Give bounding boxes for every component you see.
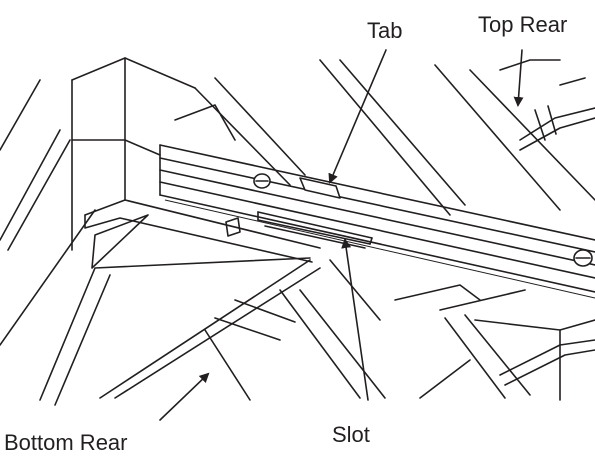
- label-tab: Tab: [367, 18, 402, 43]
- top-rear-arrow: [513, 49, 524, 107]
- bolts: [253, 173, 593, 267]
- tab-arrow: [328, 49, 387, 184]
- callout-arrows: [159, 49, 524, 421]
- top-rear-bracket: [519, 77, 595, 151]
- lower-right-frame: [394, 284, 595, 401]
- left-struts: [0, 79, 96, 346]
- label-bottom-rear: Bottom Rear: [4, 430, 128, 455]
- slot-arrow: [341, 238, 369, 401]
- bottom-rear-arrow: [159, 372, 210, 421]
- label-slot: Slot: [332, 422, 370, 447]
- bottom-plate: [84, 199, 321, 269]
- lower-struts: [39, 257, 386, 406]
- callout-labels: Tab Top Rear Slot Bottom Rear: [4, 12, 567, 455]
- label-top-rear: Top Rear: [478, 12, 567, 37]
- upper-ribs: [174, 59, 595, 216]
- upper-left-frame: [71, 57, 196, 251]
- tab-feature: [299, 177, 341, 199]
- main-rail: [159, 144, 595, 299]
